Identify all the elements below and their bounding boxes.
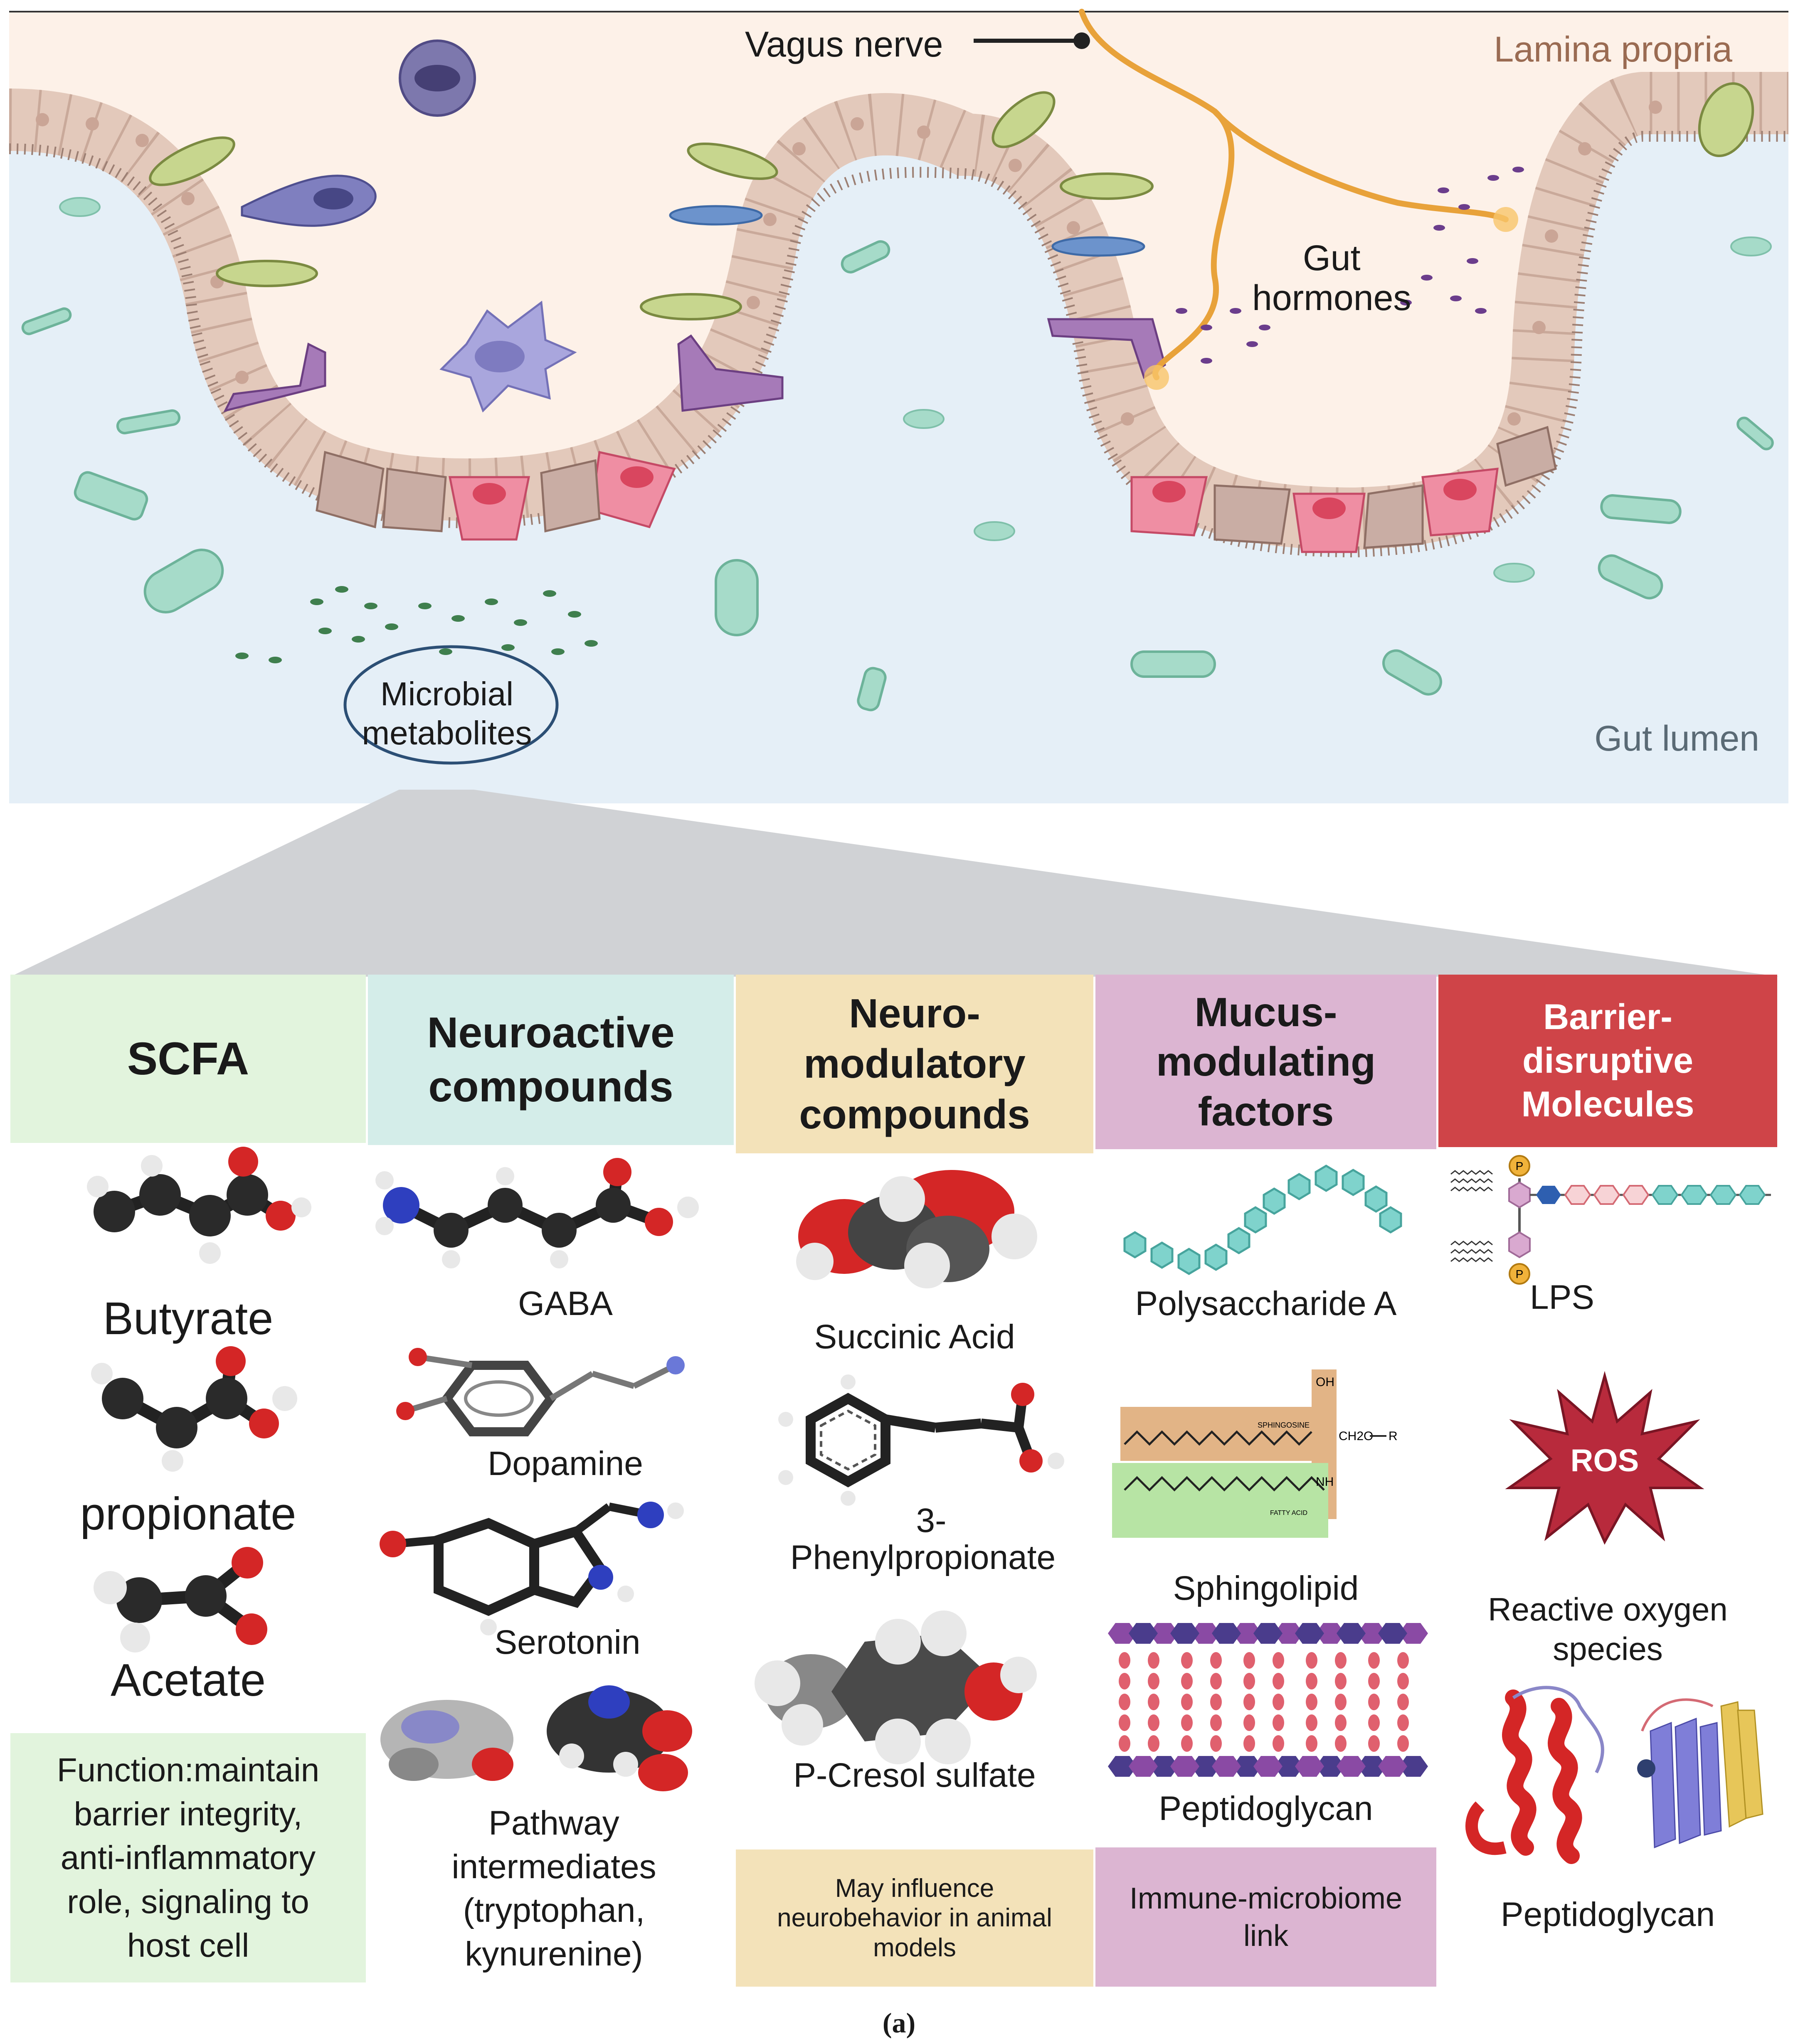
neuromodulatory-note-box: May influence neurobehavior in animal mo… <box>736 1849 1093 1987</box>
lps-structure: P P <box>1450 1155 1771 1285</box>
peptidoglycan-mucus-label: Peptidoglycan <box>1159 1790 1373 1827</box>
peptidoglycan-protein-structures <box>1465 1686 1763 1864</box>
acetate-label: Acetate <box>110 1655 266 1706</box>
ros-label: ROS <box>1571 1443 1639 1478</box>
lamina-propria-label: Lamina propria <box>1494 30 1732 69</box>
lumen-particles <box>59 197 1772 583</box>
gut-lumen-label: Gut lumen <box>1594 719 1759 758</box>
vagus-nerve-label: Vagus nerve <box>745 25 943 64</box>
polysaccharide-a-label: Polysaccharide A <box>1135 1285 1397 1322</box>
serotonin-label: Serotonin <box>494 1623 641 1661</box>
lamina-propria-region <box>9 12 1788 519</box>
tryptophan-kynurenine-models <box>380 1685 692 1791</box>
scfa-function-box: Function:maintain barrier integrity, ant… <box>10 1733 366 1982</box>
p-cresol-sulfate-molecule <box>755 1611 1037 1764</box>
paneth-nuclei <box>473 466 1477 519</box>
paneth-cells <box>448 451 1499 553</box>
butyrate-molecule <box>87 1147 311 1264</box>
immune-microbiome-box: Immune-microbiome link <box>1095 1847 1436 1987</box>
r-label: R <box>1389 1429 1398 1443</box>
gaba-label: GABA <box>518 1285 613 1322</box>
metabolite-particles <box>235 586 598 663</box>
pathway-intermediates-label: Pathway intermediates (tryptophan, kynur… <box>451 1804 656 1973</box>
enteroendocrine-cells <box>223 318 1166 412</box>
dopamine-molecule <box>396 1348 685 1436</box>
gut-illustration <box>9 9 1788 803</box>
nh-label: NH <box>1316 1475 1334 1489</box>
butyrate-label: Butyrate <box>103 1293 274 1344</box>
goblet-cells <box>149 82 1754 320</box>
gut-microbes <box>21 240 1774 712</box>
succinic-acid-molecule <box>796 1170 1037 1288</box>
immune-cells <box>241 39 1145 413</box>
serotonin-molecule <box>380 1502 684 1635</box>
figure-caption: (a) <box>882 2007 916 2039</box>
phenylpropionate-label: 3- Phenylpropionate <box>790 1502 1056 1576</box>
propionate-label: propionate <box>80 1488 296 1539</box>
lps-label: LPS <box>1530 1278 1594 1316</box>
dopamine-label: Dopamine <box>488 1445 643 1483</box>
gaba-molecule <box>375 1158 699 1268</box>
sphingolipid-label: Sphingolipid <box>1173 1569 1359 1607</box>
succinic-acid-label: Succinic Acid <box>814 1318 1015 1356</box>
fatty-acid-label: FATTY ACID <box>1270 1510 1307 1517</box>
phenylpropionate-molecule <box>778 1374 1064 1506</box>
peptidoglycan-structure <box>1108 1623 1428 1777</box>
acetate-molecule <box>94 1547 267 1652</box>
lps-phosphate-top: P <box>1516 1160 1524 1172</box>
category-scfa: SCFA Butyrate propionate Acetate Functio… <box>10 975 366 1989</box>
ch2o-label: CH2O <box>1339 1429 1373 1443</box>
ros-starburst: ROS <box>1505 1371 1704 1545</box>
propionate-molecule <box>91 1346 297 1472</box>
reactive-oxygen-species-label: Reactive oxygen species <box>1488 1591 1728 1667</box>
sphingosine-label: SPHINGOSINE <box>1258 1421 1310 1429</box>
p-cresol-sulfate-label: P-Cresol sulfate <box>793 1756 1036 1794</box>
metabolites-circle <box>343 645 559 765</box>
oh-label: OH <box>1316 1375 1334 1389</box>
microbial-metabolites-label: Microbial metabolites <box>362 675 532 752</box>
category-header: SCFA <box>10 975 366 1143</box>
peptidoglycan-barrier-label: Peptidoglycan <box>1500 1896 1715 1933</box>
polysaccharide-a-structure <box>1123 1165 1402 1275</box>
vagus-nerve <box>1079 9 1509 380</box>
sphingolipid-structure: SPHINGOSINE OH CH2O R NH FATTY ACID <box>1112 1369 1398 1538</box>
lps-phosphate-bottom: P <box>1516 1268 1524 1281</box>
zoom-wedge <box>10 790 1779 977</box>
gut-hormone-granules <box>1176 167 1524 364</box>
gut-scene: Lamina propria Gut lumen Vagus nerve Gut… <box>9 9 1788 803</box>
gut-hormones-label: Gut hormones <box>1252 238 1411 318</box>
enterocytes-dark <box>316 426 1557 549</box>
